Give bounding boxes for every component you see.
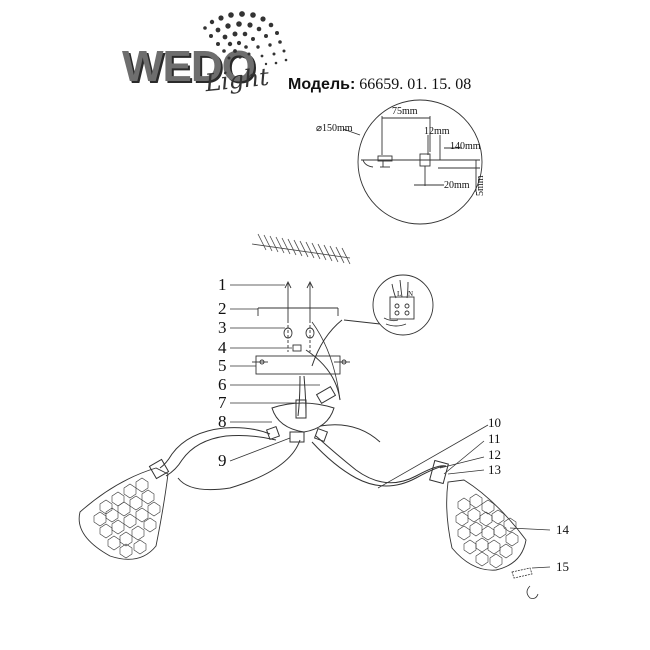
- bulb-parts: [511, 567, 539, 599]
- callout-3: 3: [218, 318, 227, 337]
- callout-15: 15: [556, 559, 569, 574]
- model-line: Модель:66659. 01. 15. 08: [288, 76, 471, 94]
- callout-10: 10: [488, 415, 501, 430]
- mounting-plate-detail: [342, 99, 483, 225]
- callout-8: 8: [218, 412, 227, 431]
- dim-75: 75mm: [392, 106, 418, 117]
- callout-numbers: 1 2 3 4 5 6 7 8 9 10 11 12 13 14 15: [218, 275, 570, 574]
- ceiling-hatch: [251, 233, 351, 265]
- callout-13: 13: [488, 462, 501, 477]
- dim-20: 20mm: [444, 180, 470, 191]
- callout-11: 11: [488, 431, 501, 446]
- leader-lines: [229, 284, 551, 569]
- logo-dot-swirl: [203, 11, 288, 66]
- dim-5: 5mm: [475, 175, 486, 196]
- model-label: Модель:: [288, 76, 356, 93]
- callout-14: 14: [556, 522, 570, 537]
- wire-n-label: N: [408, 290, 413, 298]
- model-number: 66659. 01. 15. 08: [359, 76, 472, 93]
- chandelier-body: [148, 319, 449, 491]
- mounting-hardware: [252, 280, 350, 375]
- callout-6: 6: [218, 375, 227, 394]
- callout-7: 7: [218, 393, 227, 412]
- dim-12: 12mm: [424, 126, 450, 137]
- callout-12: 12: [488, 447, 501, 462]
- callout-1: 1: [218, 275, 227, 294]
- dim-diameter: ⌀150mm: [316, 123, 353, 134]
- callout-9: 9: [218, 451, 227, 470]
- right-glass-shade: [446, 479, 527, 571]
- dim-140: 140mm: [450, 141, 481, 152]
- left-glass-shade: [78, 467, 169, 560]
- callout-4: 4: [218, 338, 227, 357]
- callout-5: 5: [218, 356, 227, 375]
- callout-2: 2: [218, 299, 227, 318]
- wiring-detail: [343, 274, 434, 336]
- wire-l-label: L: [397, 290, 401, 298]
